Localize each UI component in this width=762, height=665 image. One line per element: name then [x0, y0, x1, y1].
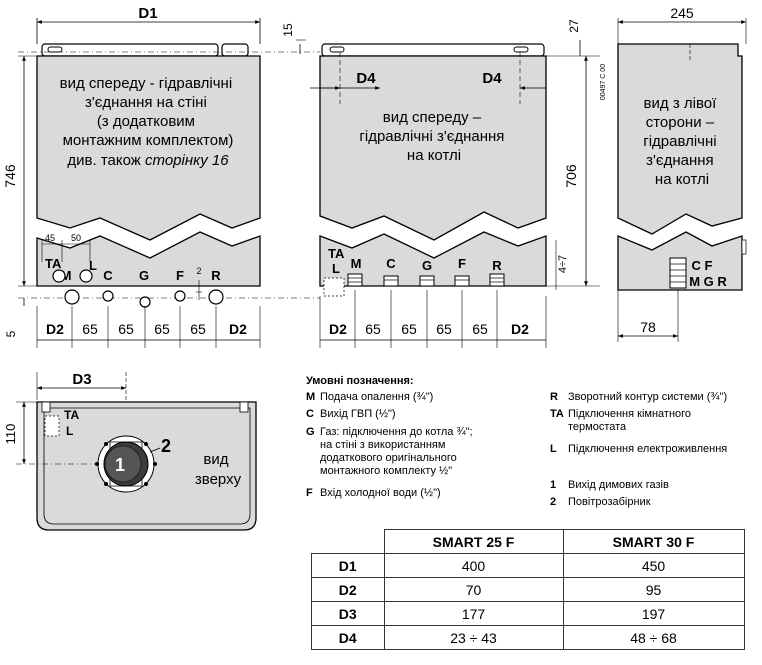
- table-row-label: D2: [311, 577, 385, 602]
- boiler-spacing-d2-left: D2: [329, 321, 347, 337]
- ta-connection-circle: [52, 269, 66, 283]
- dimensions-table: SMART 25 F SMART 30 F D1 400 450 D2 70 9…: [311, 529, 745, 650]
- height-746-label: 746: [2, 164, 18, 188]
- l-connection-circle: [79, 269, 93, 283]
- top-view: D3 110 TA L 1 2 вид зверху: [3, 371, 257, 531]
- legend-title: Умовні позначення:: [306, 375, 414, 387]
- side-dim-4-7: 4÷7: [557, 255, 569, 273]
- table-row-label: D4: [311, 625, 385, 650]
- boiler-conn-c: C: [386, 256, 396, 271]
- d3-label: D3: [72, 371, 91, 388]
- table-row-label: D1: [311, 553, 385, 578]
- table-row: D1 400 450: [311, 553, 745, 578]
- front-boiler-view: D4 D4 вид спереду – гідравлічні з'єднанн…: [310, 19, 607, 348]
- table-cell: 400: [383, 553, 564, 578]
- conn-f-label: F: [176, 268, 184, 283]
- table-row: D3 177 197: [311, 601, 745, 626]
- table-corner: [311, 529, 384, 554]
- conn-r-label: R: [211, 268, 221, 283]
- height-706-label: 706: [563, 164, 579, 188]
- conn-2-label: 2: [196, 266, 201, 276]
- conn-g-label: G: [139, 268, 149, 283]
- boiler-conn-ta: TA: [328, 246, 345, 261]
- boiler-body-lower: [36, 231, 261, 287]
- boiler-spacing-65-2: 65: [401, 321, 417, 337]
- boiler-conn-l: L: [332, 261, 340, 276]
- d1-label: D1: [138, 5, 157, 22]
- table-cell: 23 ÷ 43: [383, 625, 564, 650]
- table-row-label: D3: [311, 601, 385, 626]
- legend-left: M Подача опалення (¾") C Вихід ГВП (½") …: [306, 391, 473, 499]
- conn-c-label: C: [103, 268, 113, 283]
- top-gap-15-label: 15: [281, 23, 295, 37]
- conn-ta-label: TA: [45, 256, 62, 271]
- boiler-body-upper: [36, 55, 261, 241]
- flue-number: 1: [115, 455, 125, 475]
- d4-right-label: D4: [482, 70, 502, 87]
- pipe-g-circle: [139, 296, 151, 308]
- spacing-d2-right: D2: [229, 321, 247, 337]
- side-conn-cf: C F: [692, 258, 713, 273]
- mounting-bracket: [41, 43, 219, 57]
- table-header-row: SMART 25 F SMART 30 F: [311, 529, 745, 554]
- front-wall-description: вид спереду - гідравлічні з'єднання на с…: [60, 75, 237, 149]
- see-also-note: див. також сторінку 16: [67, 152, 229, 169]
- boiler-conn-r: R: [492, 258, 502, 273]
- spacing-d2-left: D2: [46, 321, 64, 337]
- spacing-65-3: 65: [154, 321, 170, 337]
- dim-50-label: 50: [71, 233, 81, 243]
- pipe-f-circle: [174, 290, 186, 302]
- side-width-245: 245: [670, 5, 694, 21]
- table-cell: 177: [383, 601, 564, 626]
- front-boiler-description: вид спереду – гідравлічні з'єднання на к…: [359, 109, 508, 164]
- boiler-conn-m: M: [351, 256, 362, 271]
- d4-left-label: D4: [356, 70, 376, 87]
- table-row: D4 23 ÷ 43 48 ÷ 68: [311, 625, 745, 650]
- boiler-spacing-65-4: 65: [472, 321, 488, 337]
- bottom-5-label: 5: [4, 330, 18, 337]
- top-gap-27-label: 27: [567, 19, 581, 33]
- pipe-r-circle: [208, 289, 224, 305]
- top-ta-label: TA: [64, 408, 79, 422]
- boiler-spacing-65-1: 65: [365, 321, 381, 337]
- table-cell: 70: [383, 577, 564, 602]
- table-header-smart30: SMART 30 F: [562, 529, 745, 554]
- table-cell: 48 ÷ 68: [562, 625, 745, 650]
- boiler-spacing-d2-right: D2: [511, 321, 529, 337]
- boiler-spacing-65-3: 65: [436, 321, 452, 337]
- table-cell: 450: [562, 553, 745, 578]
- side-conn-mgr: M G R: [689, 274, 727, 289]
- side-description: вид з лівої сторони – гідравлічні з'єдна…: [643, 95, 721, 188]
- side-offset-78: 78: [640, 319, 656, 335]
- boiler-conn-g: G: [422, 258, 432, 273]
- table-cell: 197: [562, 601, 745, 626]
- legend-right: R Зворотний контур системи (¾") TA Підкл…: [550, 391, 728, 508]
- top-l-label: L: [66, 424, 73, 438]
- spacing-65-2: 65: [118, 321, 134, 337]
- conn-l-label: L: [89, 258, 97, 273]
- top-depth-110: 110: [3, 424, 18, 445]
- drawing-code: 00497 C 00: [600, 64, 607, 100]
- intake-number: 2: [161, 436, 171, 456]
- table-header-smart25: SMART 25 F: [383, 529, 564, 554]
- table-cell: 95: [562, 577, 745, 602]
- side-view: 245 вид з лівої сторони – гідравлічні з'…: [617, 5, 747, 342]
- pipe-c-circle: [102, 290, 114, 302]
- flue-outlet-circle: [104, 445, 142, 483]
- spacing-65-4: 65: [190, 321, 206, 337]
- boiler-conn-f: F: [458, 256, 466, 271]
- spacing-65-1: 65: [82, 321, 98, 337]
- dim-45-label: 45: [45, 233, 55, 243]
- pipe-m-circle: [64, 289, 80, 305]
- table-row: D2 70 95: [311, 577, 745, 602]
- conn-m-label: M: [61, 268, 72, 283]
- front-wall-view: D1 746 15 вид спереду - гідравлічні з'єд…: [2, 5, 320, 348]
- top-description: вид зверху: [195, 451, 242, 488]
